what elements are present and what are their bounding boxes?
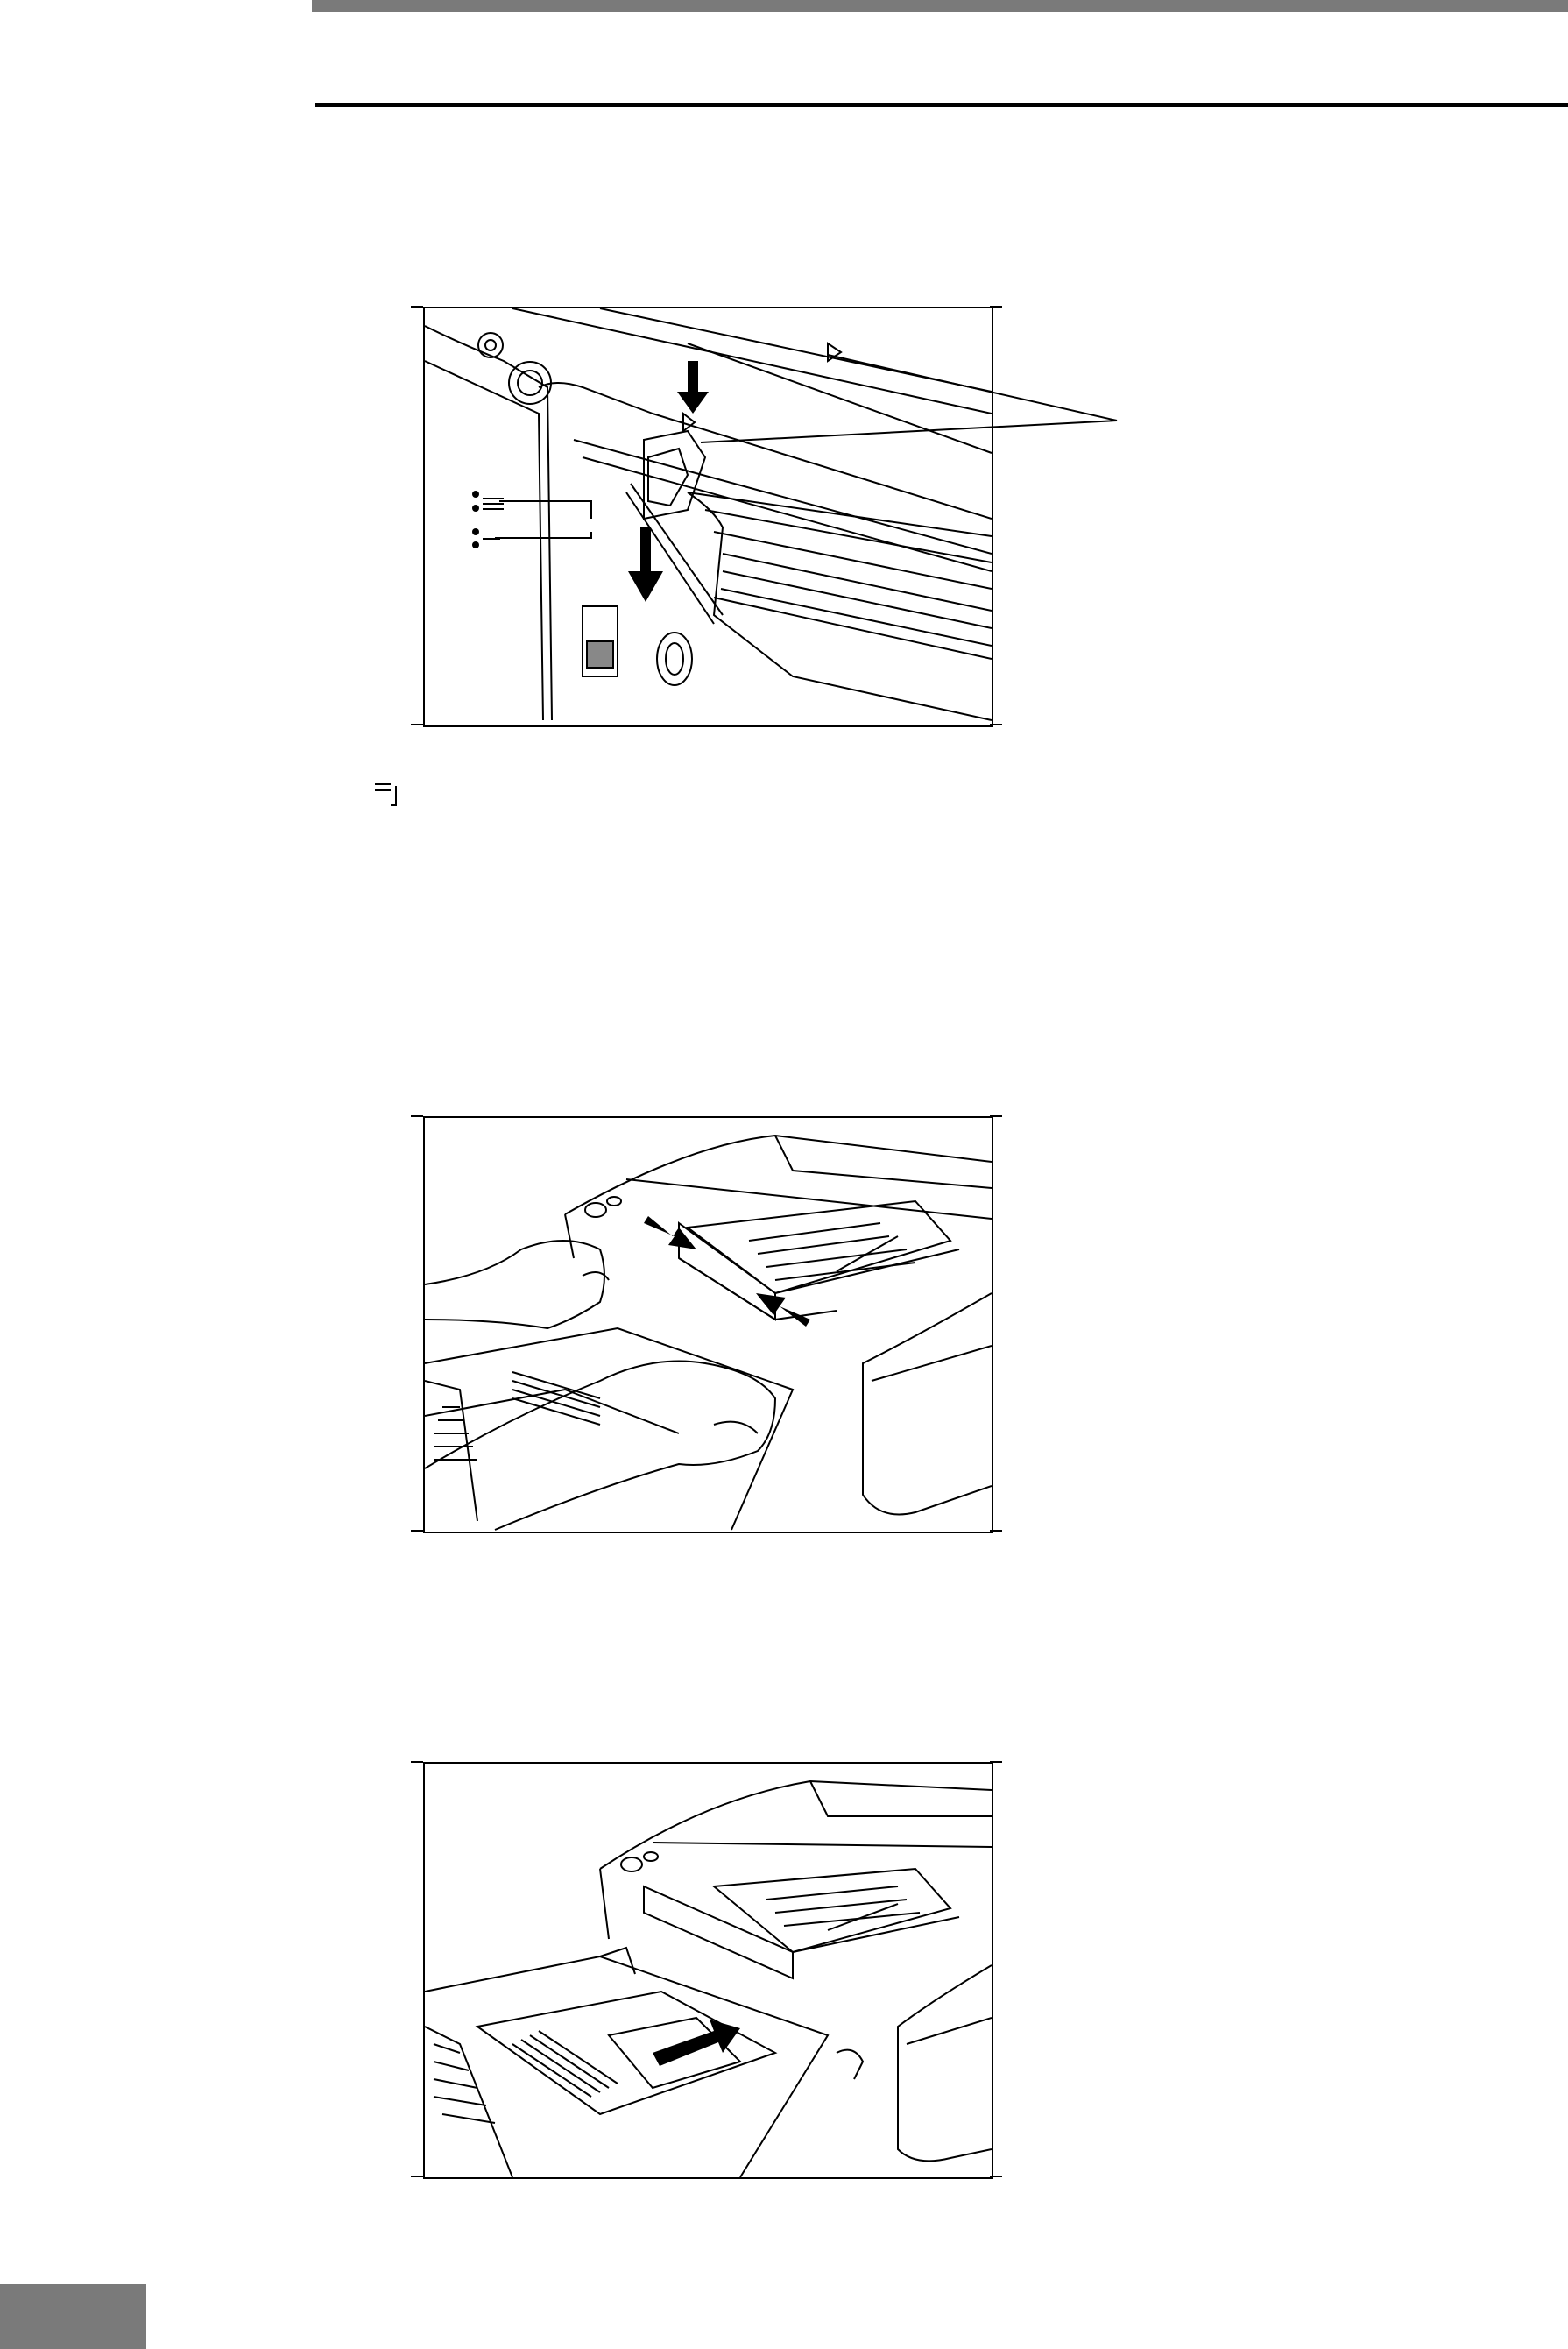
scanner-feed-lever-illustration — [425, 308, 992, 721]
adjust-guides-illustration — [425, 1134, 992, 1531]
load-documents-illustration — [425, 1779, 992, 2177]
page-number-tab — [0, 2284, 146, 2349]
header-bar — [312, 0, 1568, 12]
note-icon — [375, 783, 397, 806]
figure-load-documents — [423, 1762, 993, 2179]
section-rule — [315, 103, 1568, 107]
figure-scanner-feed-lever — [423, 307, 993, 727]
figure-adjust-document-guides — [423, 1116, 993, 1533]
